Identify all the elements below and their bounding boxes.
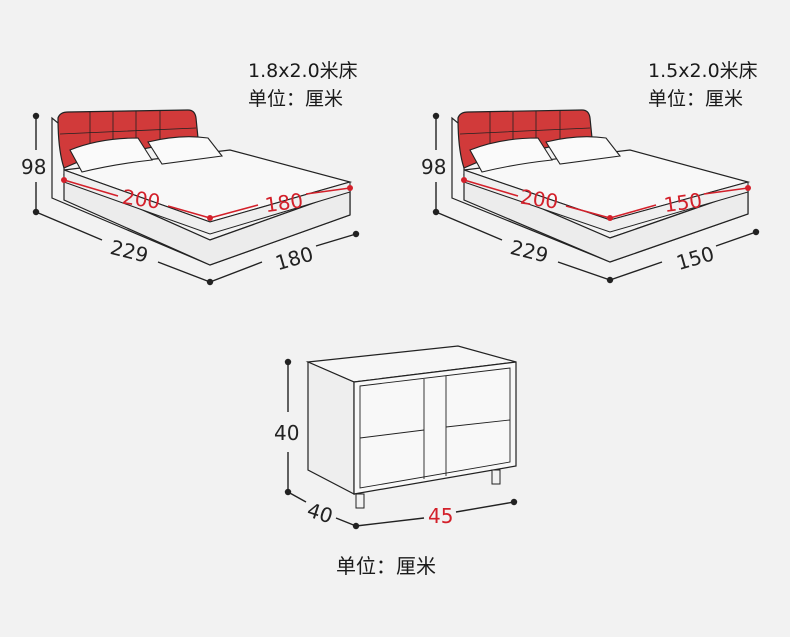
nightstand-side [307, 361, 355, 495]
bed-large-pillow-left [69, 137, 153, 173]
bed-small-height-dot-top [432, 112, 440, 120]
bed-large-outer-width-line-b [315, 233, 357, 247]
nightstand-drawer-split [359, 419, 511, 439]
bed-large-outer-width: 180 [273, 242, 316, 276]
nightstand-front [353, 361, 517, 495]
bed-large-dot-right [352, 230, 360, 238]
bed-large-dot-c [347, 185, 353, 191]
nightstand-height-dot-top [284, 358, 292, 366]
bed-small-outer-width-line-a [609, 261, 663, 281]
bed-large-dot-front [206, 278, 214, 286]
bed-large-outer-width-line-a [209, 261, 263, 283]
bed-large-unit: 单位：厘米 [248, 88, 344, 110]
bed-large-dot-a [61, 177, 67, 183]
bed-small-dot-front [606, 276, 614, 284]
bed-small-inner-length-line-a [463, 179, 519, 197]
bed-large-height-dot-top [32, 112, 40, 120]
bed-small-dot-b [607, 215, 613, 221]
bed-large-inner-width-line-a [209, 204, 259, 219]
nightstand-width-line-b [455, 501, 515, 513]
bed-small-inner-length-line-b [565, 205, 611, 219]
bed-small-height: 98 [421, 155, 446, 179]
bed-small-outer-length-line-a [435, 211, 503, 241]
bed-small-outer-length: 229 [508, 235, 551, 268]
bed-small: 200 150 98 229 150 [421, 109, 760, 284]
bed-small-base [463, 174, 749, 263]
nightstand-width-dot-left [352, 522, 360, 530]
bed-large-outer-length-line-b [157, 261, 211, 283]
bed-small-pillow-left [469, 137, 553, 173]
bed-small-inner-width: 150 [662, 188, 703, 217]
nightstand-divider [423, 376, 447, 479]
bed-small-unit: 单位：厘米 [648, 88, 744, 110]
nightstand-leg-left [355, 493, 365, 509]
bed-large-title: 1.8x2.0米床 [248, 60, 358, 82]
nightstand-leg-right [491, 469, 501, 485]
nightstand-width: 45 [428, 504, 453, 528]
nightstand-depth-line-a [287, 491, 307, 503]
nightstand-depth: 40 [304, 498, 336, 529]
bed-small-headboard-tufts [459, 111, 591, 150]
bed-large: 200 180 98 229 180 [21, 109, 360, 286]
nightstand-width-dot-right [510, 498, 518, 506]
bed-small-inner-width-line-a [609, 204, 657, 219]
bed-small-inner-length: 200 [519, 185, 560, 214]
bed-small-dot-a [461, 177, 467, 183]
bed-large-inner-width-line-b [305, 187, 351, 195]
bed-large-pillow-right [147, 136, 224, 165]
bed-small-dot-right [752, 228, 760, 236]
nightstand-height: 40 [274, 421, 299, 445]
bed-large-inner-length-line-a [63, 179, 119, 197]
bed-large-base [63, 174, 351, 266]
bed-small-outer-width-line-b [715, 231, 757, 247]
nightstand-unit: 单位：厘米 [336, 554, 436, 578]
bed-large-height: 98 [21, 155, 46, 179]
bed-small-pillow-right [545, 136, 622, 165]
bed-small-dot-c [745, 185, 751, 191]
bed-small-outer-length-line-b [557, 261, 611, 281]
bed-large-inner-length-line-b [167, 205, 211, 219]
bed-large-headboard-tufts [59, 111, 197, 150]
nightstand-front-frame [359, 367, 511, 489]
nightstand-width-line-a [355, 517, 425, 527]
bed-large-inner-width: 180 [263, 188, 304, 217]
bed-small-title: 1.5x2.0米床 [648, 60, 758, 82]
bed-large-inner-length: 200 [121, 185, 162, 214]
nightstand-depth-line-b [335, 517, 357, 527]
bed-large-dot-b [207, 215, 213, 221]
bed-small-outer-width: 150 [674, 241, 717, 275]
nightstand: 40 40 45 [274, 345, 518, 530]
bed-large-outer-length-line-a [35, 211, 103, 241]
bed-large-outer-length: 229 [108, 235, 151, 268]
bed-small-inner-width-line-b [703, 187, 749, 195]
